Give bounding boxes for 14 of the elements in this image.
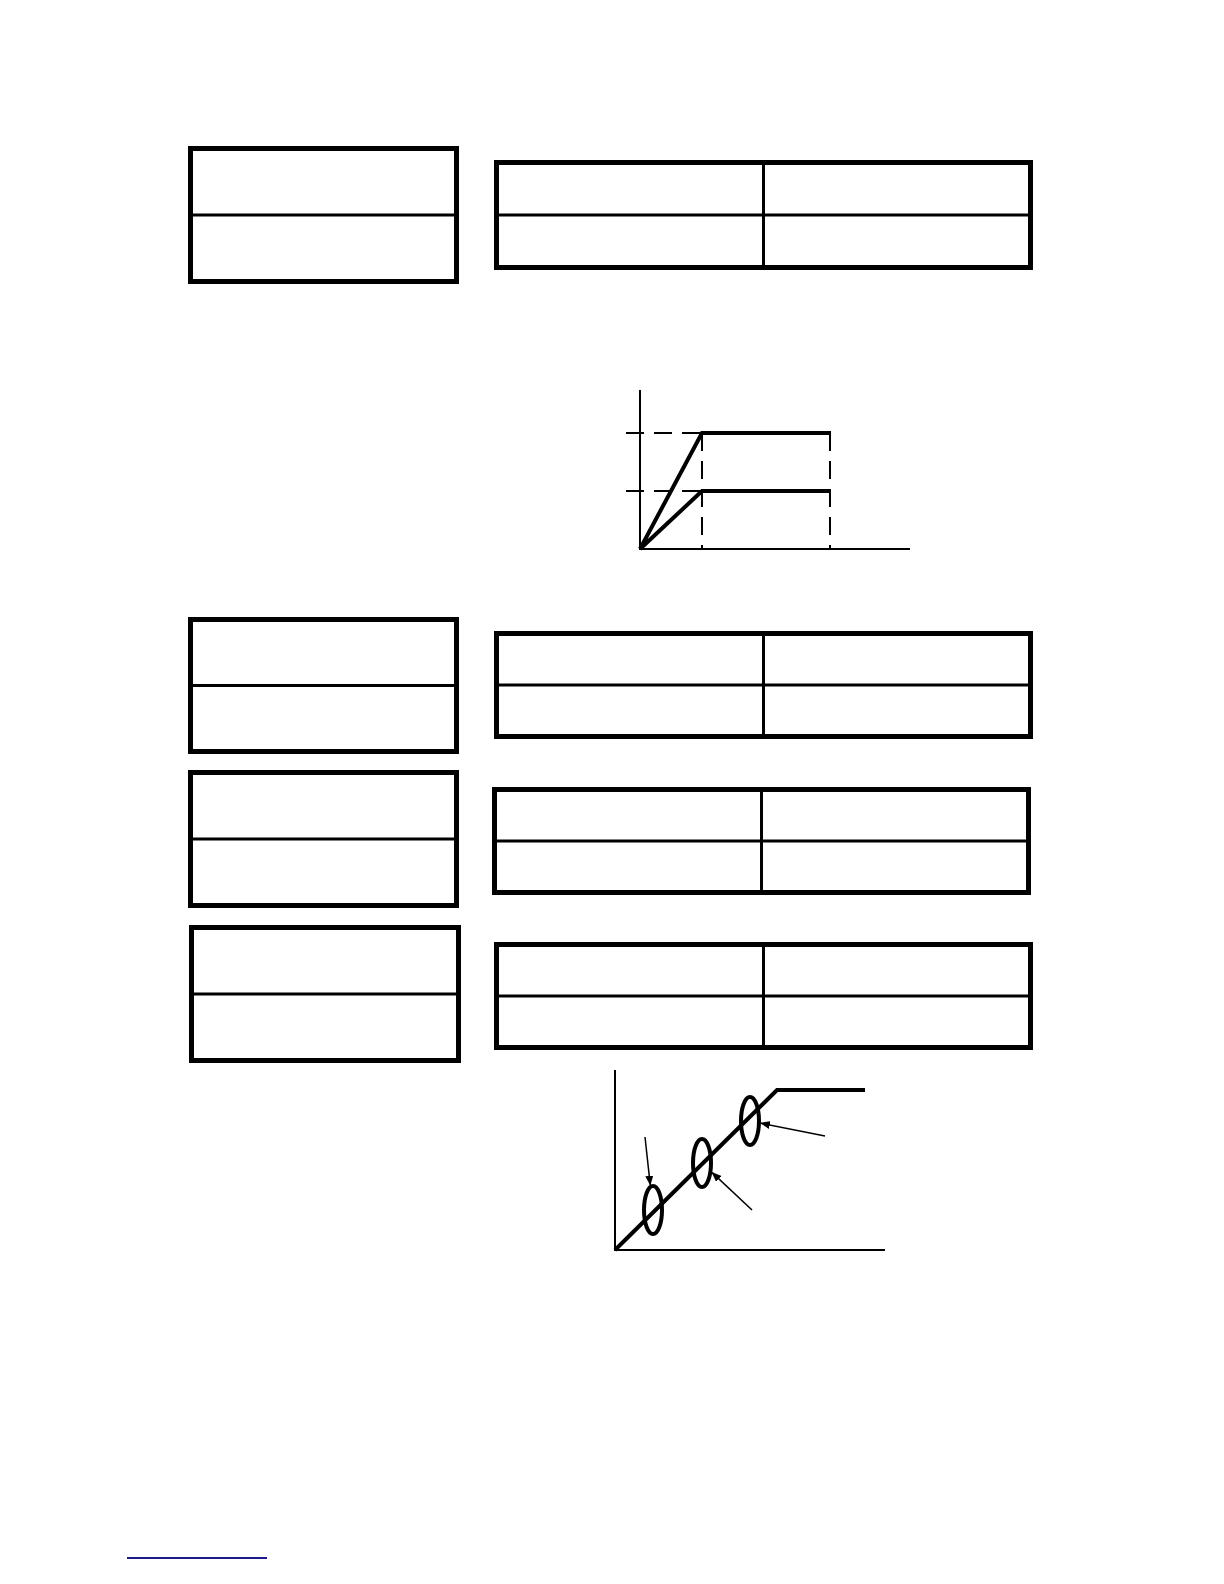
blank-table [188, 617, 459, 754]
blank-table [188, 146, 459, 284]
blank-table [494, 631, 1033, 739]
blank-table [494, 160, 1033, 270]
blank-table [188, 770, 459, 908]
ellipse-marker [739, 1095, 761, 1147]
blank-table [494, 942, 1033, 1050]
blank-table [189, 925, 461, 1063]
ellipse-marker [691, 1137, 713, 1189]
arrow [644, 1136, 654, 1186]
ellipse-marker [642, 1184, 664, 1236]
arrow [711, 1171, 753, 1211]
blank-table [492, 787, 1031, 895]
arrow [760, 1121, 826, 1137]
